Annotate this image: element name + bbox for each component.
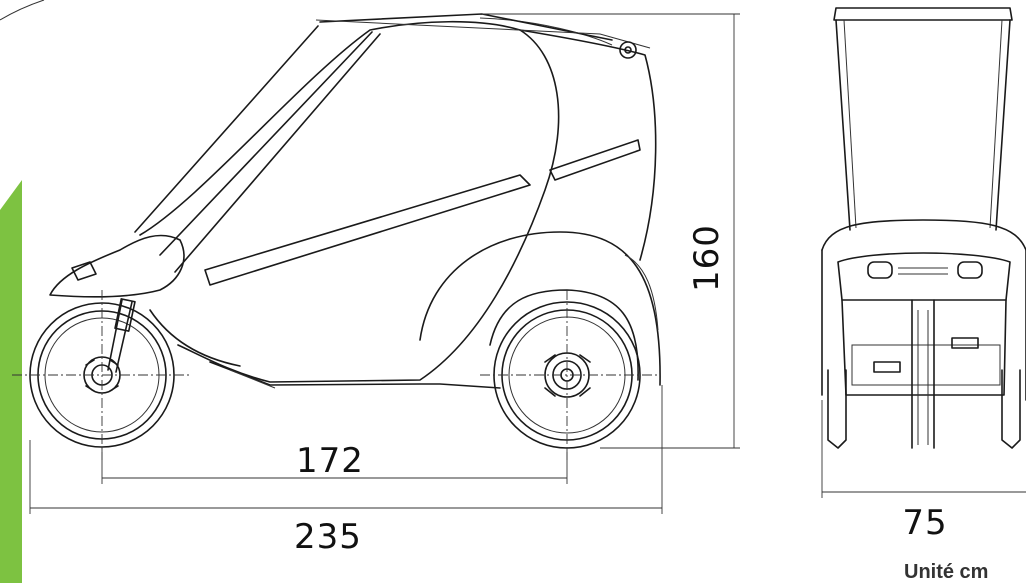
front-view-pedals [873,337,979,373]
side-view [12,13,661,460]
front-canopy [833,7,1013,231]
front-view [821,7,1026,449]
front-body [821,219,1026,401]
unit-label: Unité cm [904,561,988,583]
width-label: 75 [902,503,947,543]
centre-lines [12,290,660,460]
front-fork [107,298,136,373]
height-label: 160 [687,224,727,292]
dimension-lines-front [821,400,1026,498]
nose-fairing [49,234,241,367]
underbody [209,361,501,389]
total-length-label: 235 [294,517,362,557]
rear-fairing [419,231,661,386]
body-shell [139,17,657,383]
wheelbase-label: 172 [296,441,364,481]
body-side-streaks [204,139,641,286]
dimension-lines-side [29,13,740,514]
front-view-wheel [911,299,935,449]
front-view-rear-wheels [827,369,1021,449]
green-accent-stripe [0,0,45,583]
